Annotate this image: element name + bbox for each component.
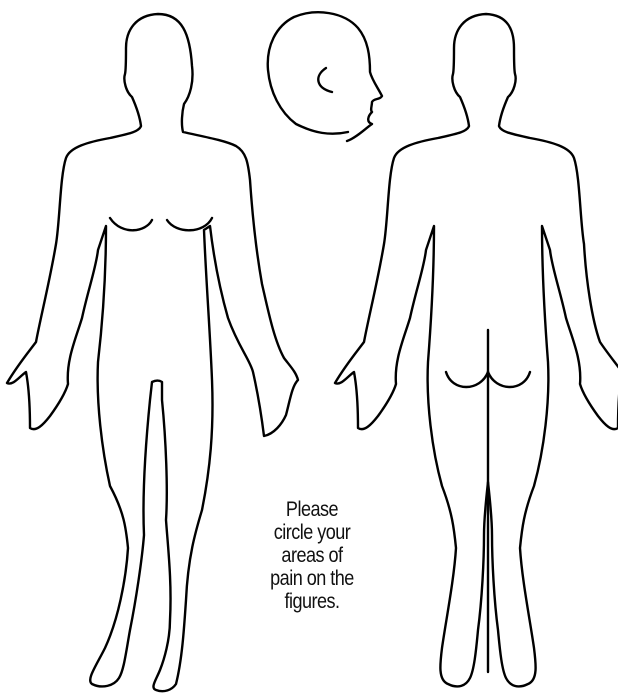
instruction-line-2: circle your: [260, 521, 363, 544]
back-buttock-line-left: [446, 372, 488, 387]
instruction-line-3: areas of: [260, 544, 363, 567]
instruction-line-1: Please: [260, 498, 363, 521]
front-body-outline: [7, 14, 298, 691]
back-buttock-line-right: [488, 372, 530, 387]
head-ear-outline: [318, 68, 332, 92]
back-body-figure[interactable]: [335, 14, 618, 686]
head-profile-figure[interactable]: [268, 12, 382, 141]
instruction-line-4: pain on the: [260, 567, 363, 590]
front-body-figure[interactable]: [7, 14, 298, 691]
head-profile-outline: [268, 12, 382, 141]
front-chest-line-left: [110, 218, 152, 230]
back-body-outline: [335, 14, 618, 686]
instruction-text: Please circle your areas of pain on the …: [260, 498, 363, 613]
instruction-line-5: figures.: [260, 590, 363, 613]
